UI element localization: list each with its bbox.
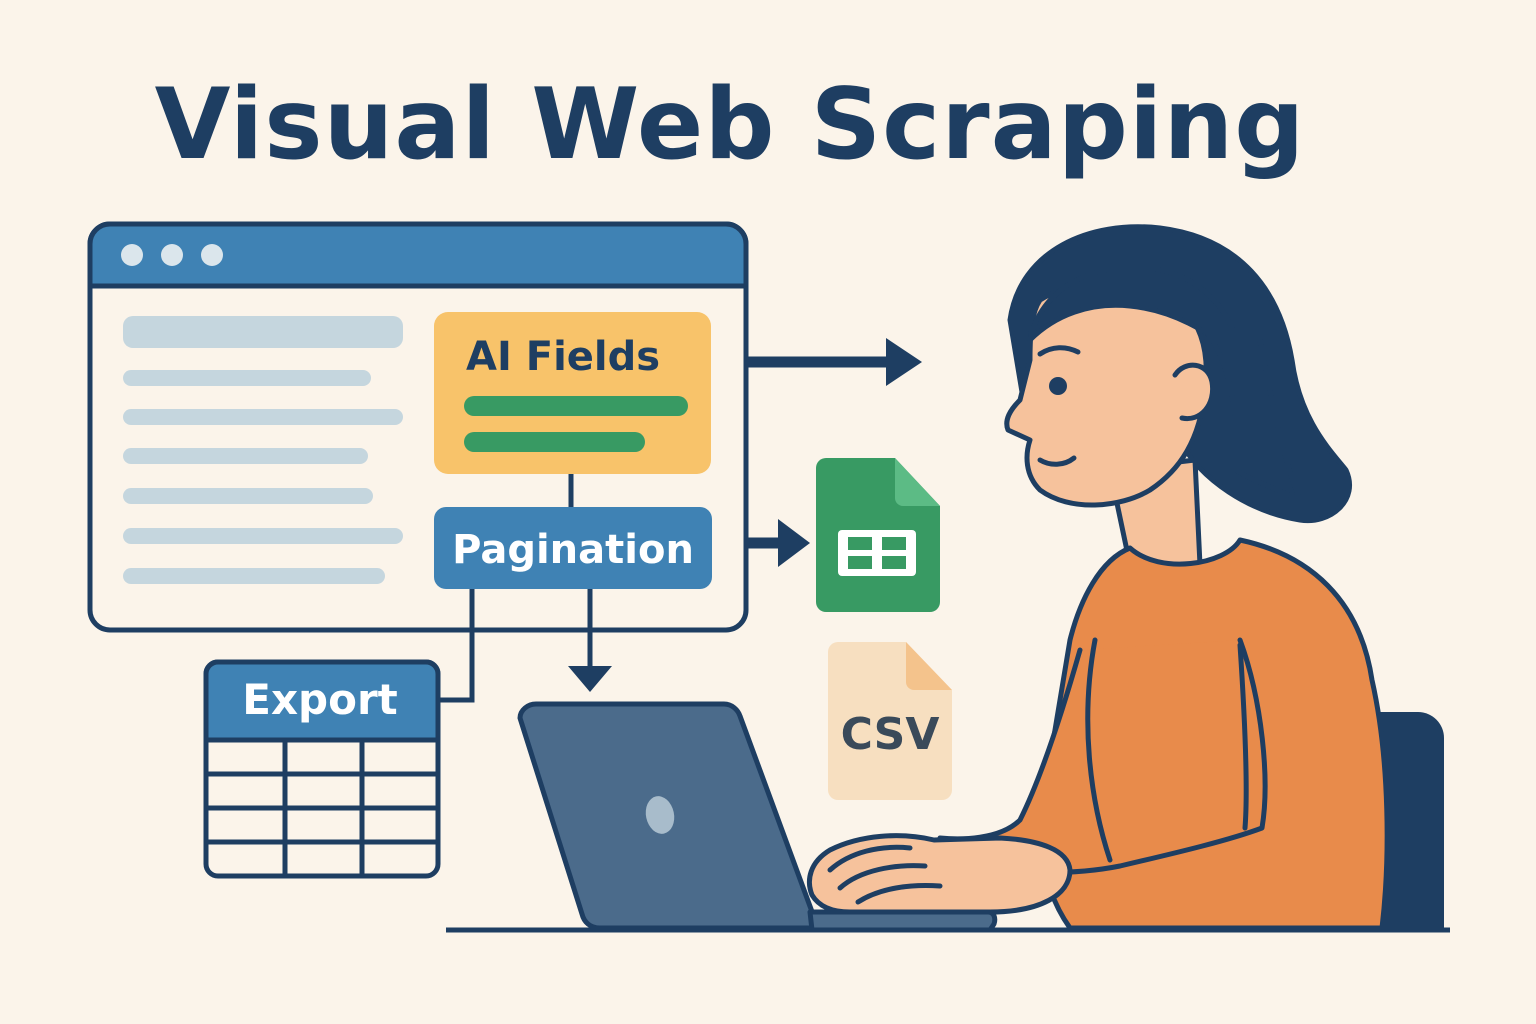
content-line [123, 370, 371, 386]
content-line [123, 409, 403, 425]
field-bar [464, 432, 645, 452]
browser-titlebar [87, 221, 749, 289]
csv-label: CSV [841, 709, 940, 760]
ai-fields-label: AI Fields [466, 334, 660, 380]
field-bar [464, 396, 688, 416]
spreadsheet-icon [816, 458, 940, 612]
laptop-logo-icon [645, 796, 675, 834]
person [806, 224, 1390, 931]
content-line [123, 528, 403, 544]
arrows [438, 338, 922, 703]
laptop [517, 701, 998, 933]
arrow-right-icon [886, 338, 922, 386]
arrow-right-icon [778, 519, 810, 567]
content-placeholder [123, 316, 403, 348]
ai-fields-card: AI Fields [434, 312, 711, 474]
content-line [123, 568, 385, 584]
window-dot-icon [121, 244, 143, 266]
export-label: Export [242, 675, 398, 724]
pagination-label: Pagination [452, 527, 694, 573]
csv-file-icon: CSV [828, 642, 952, 800]
window-dot-icon [161, 244, 183, 266]
arrow-down-icon [568, 666, 612, 692]
content-line [123, 448, 368, 464]
export-table: Export [203, 659, 441, 879]
eye-icon [1049, 377, 1067, 395]
window-dot-icon [201, 244, 223, 266]
content-line [123, 488, 373, 504]
page-title: Visual Web Scraping [154, 68, 1306, 182]
pagination-card: Pagination [434, 507, 712, 589]
